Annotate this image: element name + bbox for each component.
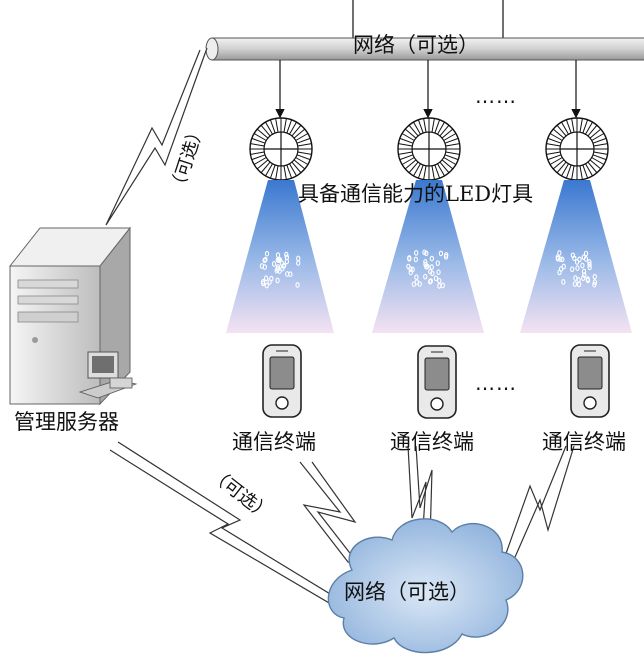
pda-terminal-icon	[417, 345, 457, 419]
light-data-sparkle	[555, 250, 598, 288]
ellipsis-top: ……	[475, 84, 517, 108]
cloud-network-label: 网络（可选）	[344, 580, 470, 604]
led-fixture-icon	[545, 117, 609, 181]
terminal-label-1: 通信终端	[232, 430, 316, 454]
terminal-label-2: 通信终端	[390, 430, 474, 454]
led-fixture-icon	[249, 117, 313, 181]
server-tower-icon	[8, 226, 138, 406]
server-label: 管理服务器	[14, 410, 119, 434]
led-fixtures-label: 具备通信能力的LED灯具	[298, 182, 534, 206]
cloud-icon	[327, 518, 524, 654]
light-data-sparkle	[406, 249, 449, 289]
ellipsis-mid: ……	[475, 371, 517, 395]
top-network-label: 网络（可选）	[353, 33, 479, 57]
terminal-label-3: 通信终端	[542, 430, 626, 454]
light-beam-1	[226, 180, 334, 333]
led-fixture-icon	[397, 117, 461, 181]
wireless-link-server-pipe	[105, 47, 208, 226]
light-data-sparkle	[259, 250, 301, 289]
light-beam-2	[372, 180, 484, 333]
pda-terminal-icon	[570, 344, 610, 418]
pda-terminal-icon	[262, 344, 302, 418]
network-bus-pipe-icon	[205, 37, 644, 61]
